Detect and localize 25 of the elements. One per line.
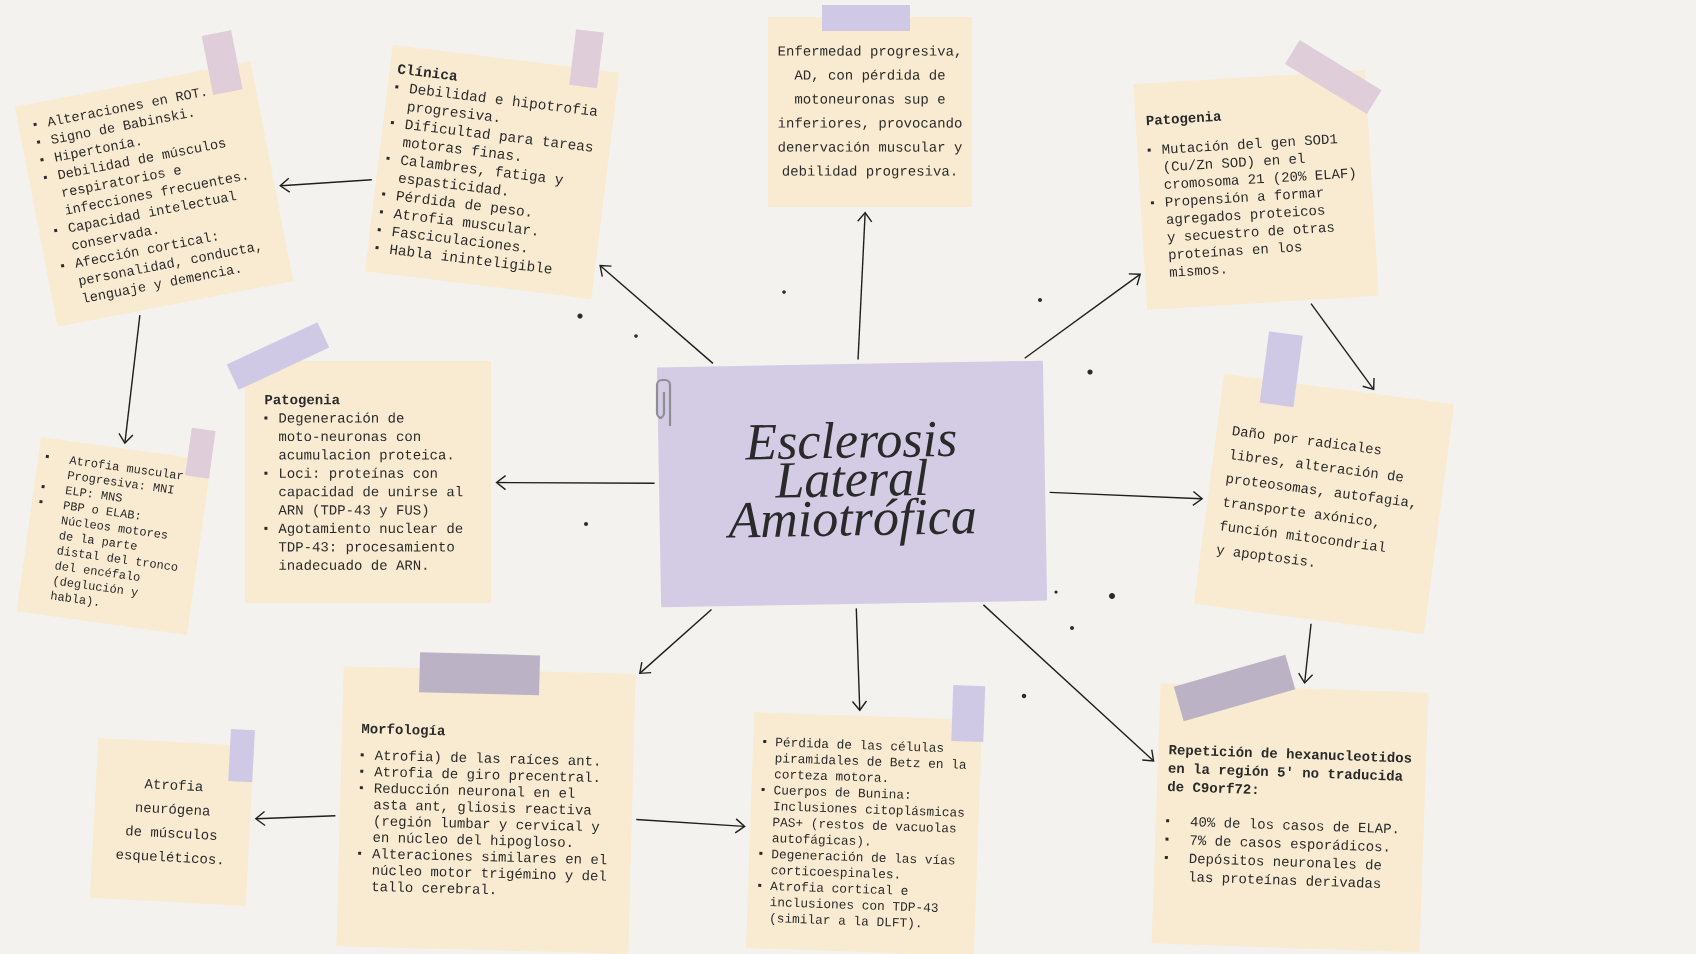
- sticky-note: [16, 436, 212, 636]
- arrow: [599, 264, 714, 365]
- arrow: [279, 177, 373, 193]
- topic-title: Esclerosis Lateral Amiotrófica: [725, 421, 975, 546]
- arrow: [635, 818, 746, 834]
- arrow: [1310, 302, 1375, 391]
- arrow: [254, 810, 337, 827]
- arrow: [495, 474, 656, 491]
- arrow: [851, 607, 868, 712]
- sticky-note: [245, 361, 491, 603]
- sticky-note: [336, 666, 636, 954]
- arrow: [1024, 273, 1142, 359]
- sticky-note: [364, 44, 620, 300]
- arrow: [118, 314, 141, 445]
- arrow: [857, 211, 873, 361]
- sticky-note: [1133, 70, 1379, 310]
- sticky-note: [14, 61, 294, 327]
- arrow: [638, 608, 713, 675]
- sticky-note: [1193, 373, 1455, 635]
- topic-card: [656, 360, 1048, 608]
- sticky-note: [745, 712, 983, 954]
- sticky-note: [768, 17, 972, 207]
- arrow: [982, 604, 1155, 762]
- arrow: [1297, 623, 1314, 685]
- arrow: [1048, 490, 1204, 507]
